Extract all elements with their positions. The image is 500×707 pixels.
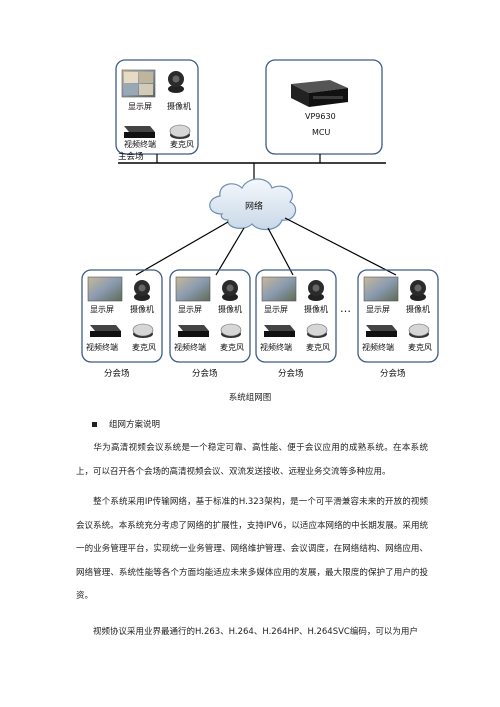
branch-camera-label: 摄像机 [304, 305, 328, 314]
branch-site-box [357, 269, 439, 363]
network-label: 网络 [245, 202, 264, 212]
branch-display-icon [175, 276, 211, 302]
paragraph-1: 华为高清视频会议系统是一个稳定可靠、高性能、便于会议应用的成熟系统。在本系统上，… [76, 443, 428, 477]
section-title: 组网方案说明 [109, 420, 161, 430]
paragraph-2: 整个系统采用IP传输网络，基于标准的H.323架构，是一个可平滑兼容未来的开放的… [76, 497, 428, 601]
branch-terminal-label: 视频终端 [362, 343, 394, 352]
branch-site-box [255, 269, 337, 363]
branch-site-label: 分会场 [380, 369, 406, 379]
branch-microphone-label: 麦克风 [408, 343, 432, 352]
branch-microphone-label: 麦克风 [132, 343, 156, 352]
branch-site-label: 分会场 [192, 369, 218, 379]
branch-display-icon [363, 276, 399, 302]
branch-site-box [81, 269, 163, 363]
branch-camera-icon [308, 280, 324, 301]
branch-camera-icon [410, 280, 426, 301]
main-terminal-icon [124, 126, 155, 138]
main-microphone-label: 麦克风 [170, 140, 194, 149]
branch-camera-label: 摄像机 [406, 305, 430, 314]
branch-terminal-icon [90, 325, 121, 337]
branch-terminal-label: 视频终端 [260, 343, 292, 352]
branch-display-label: 显示屏 [366, 305, 390, 314]
ellipsis: … [340, 302, 351, 315]
branch-site-box [169, 269, 251, 363]
main-terminal-label: 视频终端 [124, 140, 156, 149]
paragraph-3: 视频协议采用业界最通行的H.263、H.264、H.264HP、H.264SVC… [93, 627, 418, 637]
network-diagram: 显示屏 摄像机 视频终端 麦克风 主会场 VP9630 MCU 网络 … 显示屏… [81, 59, 439, 379]
main-camera-label: 摄像机 [167, 102, 191, 111]
branch-camera-label: 摄像机 [130, 305, 154, 314]
main-site-label: 主会场 [118, 152, 144, 162]
branch-camera-icon [134, 280, 150, 301]
diagram-graphics [81, 59, 439, 363]
network-cloud-icon [209, 178, 297, 231]
branch-microphone-icon [132, 323, 154, 338]
main-display-label: 显示屏 [128, 102, 152, 111]
mcu-device-icon [291, 80, 348, 107]
branch-display-label: 显示屏 [264, 305, 288, 314]
main-microphone-icon [169, 124, 191, 139]
branch-microphone-label: 麦克风 [220, 343, 244, 352]
branch-microphone-icon [306, 323, 328, 338]
branch-terminal-icon [366, 325, 397, 337]
branch-display-label: 显示屏 [90, 305, 114, 314]
branch-display-label: 显示屏 [178, 305, 202, 314]
branch-microphone-label: 麦克风 [306, 343, 330, 352]
diagram-caption: 系统组网图 [228, 393, 272, 403]
branch-camera-label: 摄像机 [218, 305, 242, 314]
bullet-square-icon [92, 422, 97, 427]
branch-camera-icon [222, 280, 238, 301]
mcu-model-label: VP9630 [305, 112, 336, 121]
branch-terminal-label: 视频终端 [174, 343, 206, 352]
branch-site-label: 分会场 [278, 369, 304, 379]
branch-terminal-icon [178, 325, 209, 337]
mcu-label: MCU [312, 128, 331, 137]
branch-site-label: 分会场 [104, 369, 130, 379]
branch-display-icon [87, 276, 123, 302]
branch-microphone-icon [220, 323, 242, 338]
branch-terminal-icon [264, 325, 295, 337]
mcu-box [265, 59, 383, 155]
branch-microphone-icon [408, 323, 430, 338]
main-camera-icon [168, 71, 184, 93]
branch-terminal-label: 视频终端 [86, 343, 118, 352]
section-heading: 组网方案说明 [92, 418, 160, 430]
branch-display-icon [261, 276, 297, 302]
